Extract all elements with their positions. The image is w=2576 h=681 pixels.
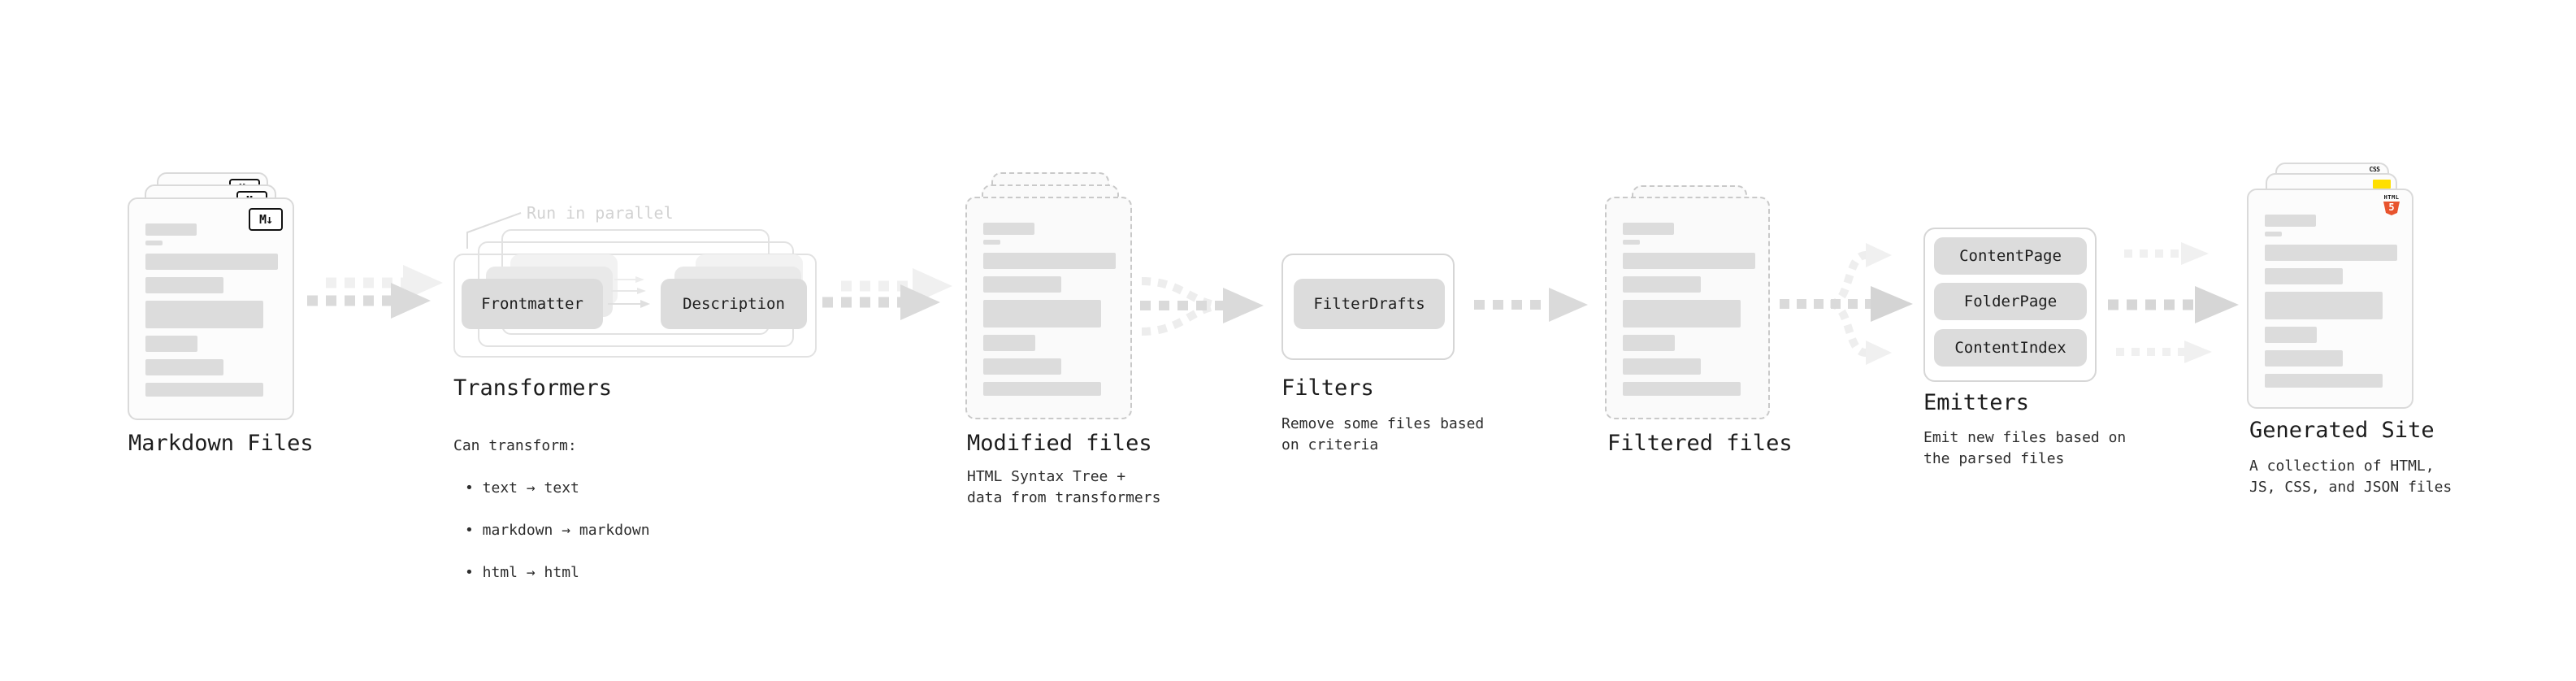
generated-site-description: A collection of HTML, JS, CSS, and JSON … — [2249, 458, 2452, 496]
transform-bullet: • html → html — [465, 564, 579, 581]
content-bar — [983, 223, 1034, 235]
document-content-placeholder — [1623, 223, 1755, 396]
emitters-description: Emit new files based on the parsed files — [1923, 429, 2127, 467]
content-bar — [1623, 358, 1701, 375]
stage-label-transformers: Transformers — [453, 375, 613, 401]
js-badge — [2373, 180, 2391, 189]
doc-card-front: M↓ — [128, 197, 294, 420]
html5-number: 5 — [2388, 202, 2395, 213]
content-bar — [1623, 223, 1674, 235]
run-in-parallel-label: Run in parallel — [527, 203, 674, 223]
html5-shield: 5 — [2383, 202, 2400, 215]
flow-arrow-icon — [822, 268, 952, 320]
content-bar — [1623, 276, 1701, 293]
filterdrafts-pill: FilterDrafts — [1294, 279, 1445, 329]
document-content-placeholder — [983, 223, 1116, 396]
modified-files-description: HTML Syntax Tree + data from transformer… — [967, 468, 1161, 506]
content-bar — [145, 223, 197, 236]
content-bar — [983, 382, 1101, 396]
callout-line — [466, 212, 522, 249]
content-bar — [145, 383, 263, 397]
css-badge-label: CSS — [2369, 166, 2380, 173]
content-bar — [983, 240, 1000, 245]
contentpage-pill: ContentPage — [1934, 237, 2087, 275]
content-bar — [145, 336, 197, 352]
content-bar — [2265, 268, 2343, 284]
doc-card-front — [965, 197, 1132, 419]
flow-arrow-icon — [307, 265, 443, 319]
content-bar — [983, 300, 1101, 327]
content-bar — [2265, 350, 2343, 367]
content-bar — [145, 359, 223, 375]
content-bar — [983, 276, 1061, 293]
emit-arrows-icon — [2108, 242, 2239, 363]
description-pill: Description — [661, 279, 807, 329]
content-bar — [2265, 327, 2317, 343]
document-content-placeholder — [145, 223, 278, 397]
stage-label-filters: Filters — [1281, 375, 1374, 401]
transform-arrows-icon — [608, 276, 650, 308]
stage-label-emitters: Emitters — [1923, 390, 2030, 415]
content-bar — [2265, 245, 2397, 261]
content-bar — [2265, 232, 2282, 236]
document-content-placeholder — [2265, 215, 2397, 388]
content-bar — [145, 301, 263, 328]
content-bar — [983, 253, 1116, 269]
transform-bullet: • text → text — [465, 479, 579, 497]
content-bar — [1623, 300, 1741, 327]
doc-card-front: HTML 5 — [2247, 189, 2413, 409]
can-transform-title: Can transform: — [453, 437, 577, 454]
content-bar — [145, 277, 223, 293]
html5-icon: HTML 5 — [2381, 194, 2402, 215]
flow-arrow-icon — [1474, 288, 1588, 322]
stage-label-generated-site: Generated Site — [2249, 418, 2435, 443]
contentindex-pill: ContentIndex — [1934, 329, 2087, 367]
content-bar — [983, 358, 1061, 375]
split-arrow-icon — [1780, 243, 1913, 365]
content-bar — [1623, 253, 1755, 269]
stage-label-filtered-files: Filtered files — [1607, 431, 1793, 456]
content-bar — [1623, 240, 1640, 245]
html5-badge-label: HTML — [2383, 194, 2400, 201]
stage-label-markdown-files: Markdown Files — [128, 431, 314, 456]
content-bar — [1623, 335, 1675, 351]
content-bar — [145, 241, 163, 245]
filters-description: Remove some files based on criteria — [1281, 415, 1485, 453]
content-bar — [1623, 382, 1741, 396]
parallel-box-front — [453, 254, 817, 358]
folderpage-pill: FolderPage — [1934, 283, 2087, 320]
frontmatter-pill: Frontmatter — [462, 279, 603, 329]
content-bar — [145, 254, 278, 270]
transform-bullet: • markdown → markdown — [465, 522, 650, 539]
merge-arrow-icon — [1140, 277, 1264, 336]
stage-label-modified-files: Modified files — [967, 431, 1152, 456]
transformers-description: Can transform: • text → text • markdown … — [453, 414, 650, 605]
content-bar — [2265, 374, 2383, 388]
content-bar — [2265, 215, 2316, 227]
content-bar — [2265, 292, 2383, 319]
content-bar — [983, 335, 1035, 351]
doc-card-front — [1605, 197, 1770, 419]
markdown-icon: M↓ — [249, 208, 283, 231]
